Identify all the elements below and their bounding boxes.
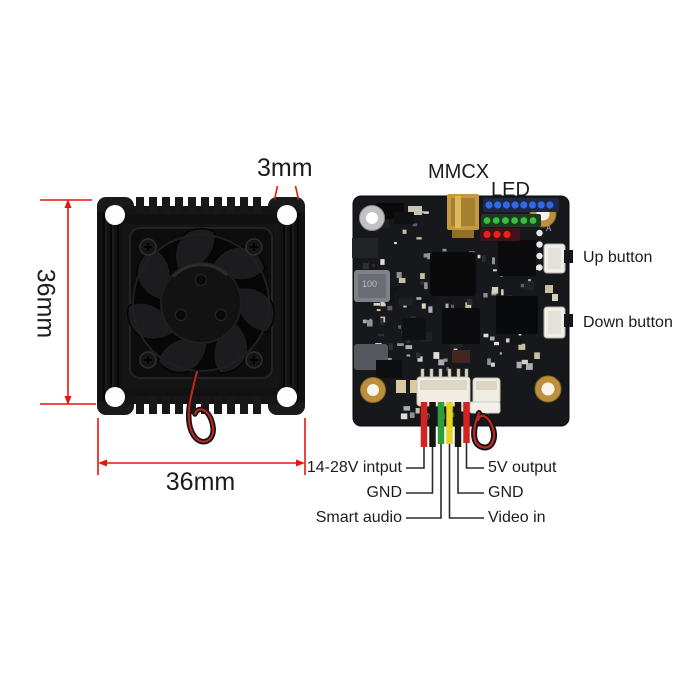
- down-button[interactable]: [543, 306, 573, 339]
- dim-arrow: [296, 459, 305, 467]
- green-led-row: [483, 217, 537, 224]
- main-ic: [430, 252, 476, 296]
- gnd-left-label: GND: [366, 484, 402, 501]
- dim-tick-3mm: [294, 185, 300, 200]
- mount-hole: [105, 387, 125, 407]
- fan-connector: [469, 377, 501, 414]
- heatsink-with-fan: [97, 197, 305, 445]
- hub-dot: [215, 309, 227, 321]
- mmcx-label: MMCX: [428, 161, 490, 183]
- down-button-label: Down button: [583, 314, 673, 331]
- mount-hole: [277, 387, 297, 407]
- up-button-label: Up button: [583, 249, 653, 266]
- pcb-major-components: [352, 203, 558, 393]
- fan-ring: [132, 234, 270, 372]
- led-block: [480, 198, 559, 241]
- dim-height-label: 36mm: [31, 268, 60, 339]
- hub-dot: [175, 309, 187, 321]
- fan-plug-wire-red: [473, 411, 496, 449]
- dim-3mm-label: 3mm: [257, 154, 313, 182]
- dimension-annotations: [40, 185, 306, 475]
- test-point-dots: [536, 229, 543, 271]
- wire-gnd-left: [429, 402, 436, 447]
- harness-wires: [420, 402, 470, 447]
- corner-marker-silkscreen: A: [546, 224, 552, 233]
- fin-highlights: [105, 213, 294, 401]
- wire-power-in: [420, 402, 428, 447]
- dim-arrow: [98, 459, 107, 467]
- fan-screws: [139, 238, 263, 369]
- wire-gnd-right: [454, 402, 462, 447]
- blue-led-row: [485, 201, 554, 209]
- teeth-base-top: [123, 214, 279, 224]
- pcb-mount-holes: [359, 200, 562, 403]
- power-in-label: 14-28V intput: [306, 459, 402, 476]
- down-button-nub[interactable]: [564, 314, 573, 327]
- teeth-base-bottom: [123, 388, 279, 396]
- wire-smart-audio: [437, 402, 445, 444]
- red-led-row: [483, 230, 511, 239]
- wire-video-in: [446, 402, 453, 444]
- dim-width-label: 36mm: [165, 468, 236, 496]
- vtx-pcb: [352, 194, 573, 519]
- wire-5v-out: [463, 402, 470, 443]
- hub-dot: [195, 274, 207, 286]
- dim-arrow: [64, 396, 72, 405]
- dim-tick-3mm: [273, 185, 279, 200]
- mmcx-connector: [447, 194, 479, 238]
- up-button[interactable]: [543, 243, 573, 274]
- heatsink-teeth-top: [136, 197, 261, 221]
- fan-wire-red: [187, 371, 215, 443]
- gnd-right-label: GND: [488, 484, 524, 501]
- leader-lines: [406, 443, 484, 519]
- mount-hole: [277, 205, 297, 225]
- up-button-nub[interactable]: [564, 250, 573, 263]
- fan-hub: [160, 262, 242, 344]
- fin-grooves: [103, 213, 299, 401]
- 5v-out-label: 5V output: [488, 459, 557, 476]
- mount-hole: [105, 205, 125, 225]
- inductor-silkscreen: 100: [362, 279, 378, 289]
- hub-highlight: [171, 263, 229, 279]
- dim-arrow: [64, 199, 72, 208]
- smart-audio-label: Smart audio: [315, 509, 402, 526]
- led-label: LED: [491, 179, 530, 201]
- video-in-label: Video in: [488, 509, 546, 526]
